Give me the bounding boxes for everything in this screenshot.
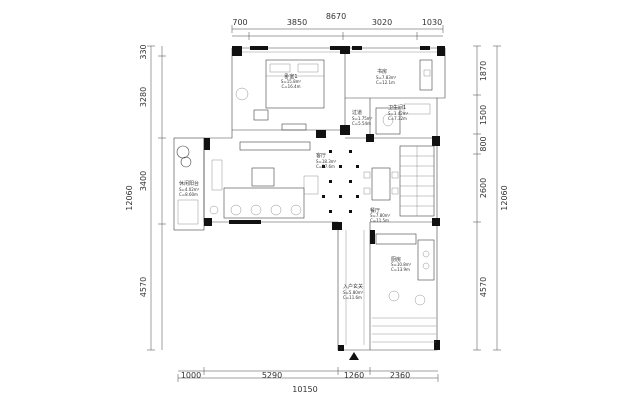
room-area: S=1.75m² bbox=[352, 116, 373, 121]
top-segment-4: 1030 bbox=[422, 18, 442, 27]
right-segment-1: 1870 bbox=[479, 61, 488, 81]
bottom-segment-4: 2360 bbox=[390, 371, 410, 380]
room-label-leisure-balcony: 休闲阳台 S=4.02m² C=8.60m bbox=[179, 180, 200, 197]
room-name: 卧室1 bbox=[284, 73, 297, 80]
room-area: S=7.80m² bbox=[370, 213, 391, 218]
room-name: 过道 bbox=[352, 109, 362, 116]
room-name: 休闲阳台 bbox=[179, 180, 199, 187]
right-segment-3: 800 bbox=[479, 136, 488, 151]
room-perimeter: C=5.54m bbox=[352, 121, 371, 126]
right-segment-4: 2600 bbox=[479, 178, 488, 198]
room-name: 餐厅 bbox=[370, 207, 380, 214]
top-segment-1: 700 bbox=[232, 18, 247, 27]
top-segment-2: 3850 bbox=[287, 18, 307, 27]
room-area: S=7.83m² bbox=[376, 75, 397, 80]
room-label-entrance: 入户玄关 S=5.80m² C=11.6m bbox=[343, 283, 364, 300]
room-name: 卫生间1 bbox=[388, 104, 406, 111]
floor-markers bbox=[322, 150, 359, 213]
left-segment-2: 3280 bbox=[139, 87, 148, 107]
room-label-living-room: 客厅 S=18.3m² C=17.6m bbox=[316, 152, 337, 169]
furniture bbox=[176, 59, 436, 345]
bottom-total-dimension: 10150 bbox=[292, 385, 317, 394]
room-label-dining-room: 餐厅 S=7.80m² C=11.5m bbox=[370, 207, 391, 223]
top-dimensions: 8670 700 3850 3020 1030 bbox=[231, 12, 444, 40]
left-segment-4: 4570 bbox=[139, 277, 148, 297]
right-segment-2: 1500 bbox=[479, 105, 488, 125]
room-label-bathroom: 卫生间1 S=3.42m² C=7.32m bbox=[388, 104, 409, 121]
bottom-segment-1: 1000 bbox=[181, 371, 201, 380]
room-perimeter: C=11.6m bbox=[343, 295, 362, 300]
stairs bbox=[399, 145, 435, 217]
room-label-master-bedroom: 卧室1 S=15.8m² C=16.4m bbox=[281, 73, 302, 89]
bottom-segment-3: 1260 bbox=[344, 371, 364, 380]
room-area: S=5.80m² bbox=[343, 290, 364, 295]
bottom-segment-2: 5290 bbox=[262, 371, 282, 380]
room-name: 厨房 bbox=[391, 256, 401, 263]
room-perimeter: C=8.60m bbox=[179, 192, 198, 197]
room-area: S=4.02m² bbox=[179, 187, 200, 192]
room-area: S=3.42m² bbox=[388, 111, 409, 116]
arrow-up-icon bbox=[349, 352, 359, 360]
room-area: S=10.8m² bbox=[391, 262, 412, 267]
room-perimeter: C=7.32m bbox=[388, 116, 407, 121]
room-perimeter: C=17.6m bbox=[316, 164, 335, 169]
room-area: S=15.8m² bbox=[281, 79, 302, 84]
room-label-kitchen: 厨房 S=10.8m² C=13.9m bbox=[391, 256, 412, 272]
top-segment-3: 3020 bbox=[372, 18, 392, 27]
room-label-study: 书房 S=7.83m² C=12.1m bbox=[376, 68, 397, 85]
left-dimensions: 330 3280 3400 4570 12060 bbox=[125, 44, 166, 351]
room-perimeter: C=13.9m bbox=[391, 267, 410, 272]
left-total-dimension: 12060 bbox=[125, 185, 134, 210]
room-perimeter: C=11.5m bbox=[370, 218, 389, 223]
bottom-dimensions: 1000 5290 1260 2360 10150 bbox=[177, 367, 439, 394]
right-total-dimension: 12060 bbox=[500, 185, 509, 210]
room-area: S=18.3m² bbox=[316, 159, 337, 164]
room-name: 客厅 bbox=[316, 152, 326, 159]
room-perimeter: C=16.4m bbox=[282, 84, 301, 89]
top-total-dimension: 8670 bbox=[326, 12, 346, 21]
right-segment-5: 4570 bbox=[479, 277, 488, 297]
walls bbox=[173, 46, 446, 351]
room-name: 入户玄关 bbox=[343, 283, 363, 290]
room-perimeter: C=12.1m bbox=[376, 80, 395, 85]
room-label-corridor: 过道 S=1.75m² C=5.54m bbox=[352, 109, 373, 126]
room-name: 书房 bbox=[377, 68, 387, 75]
right-dimensions: 1870 1500 800 2600 4570 12060 bbox=[473, 45, 509, 351]
left-segment-3: 3400 bbox=[139, 171, 148, 191]
left-segment-1: 330 bbox=[139, 44, 148, 59]
